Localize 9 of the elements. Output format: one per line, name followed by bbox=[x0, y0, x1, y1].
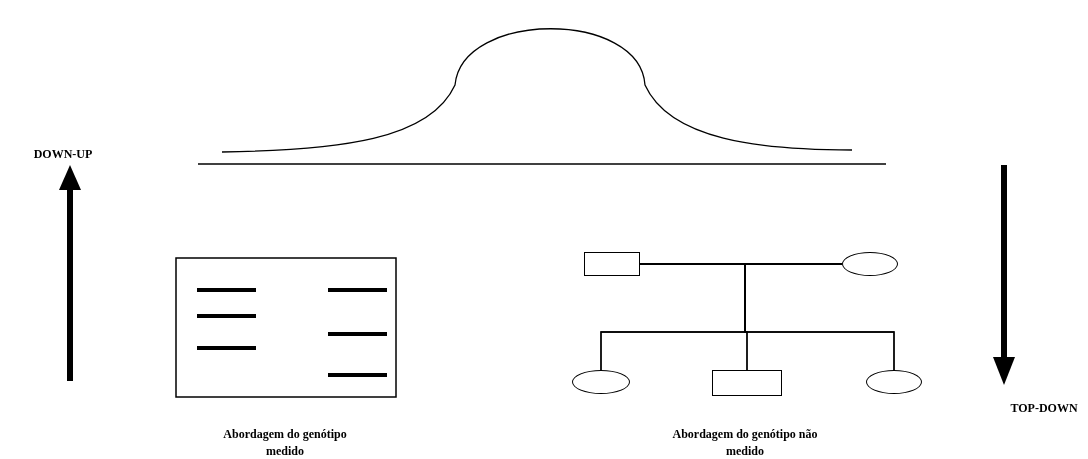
direction-label: DOWN-UP bbox=[32, 146, 94, 163]
pedigree-circle bbox=[572, 370, 630, 394]
pedigree-square bbox=[584, 252, 640, 276]
direction-label: TOP-DOWN bbox=[1009, 400, 1079, 417]
caption: Abordagem do genótipo não medido bbox=[671, 426, 819, 459]
pedigree-circle bbox=[866, 370, 922, 394]
pedigree-square bbox=[712, 370, 782, 396]
pedigree-circle bbox=[842, 252, 898, 276]
caption: Abordagem do genótipo medido bbox=[222, 426, 348, 459]
